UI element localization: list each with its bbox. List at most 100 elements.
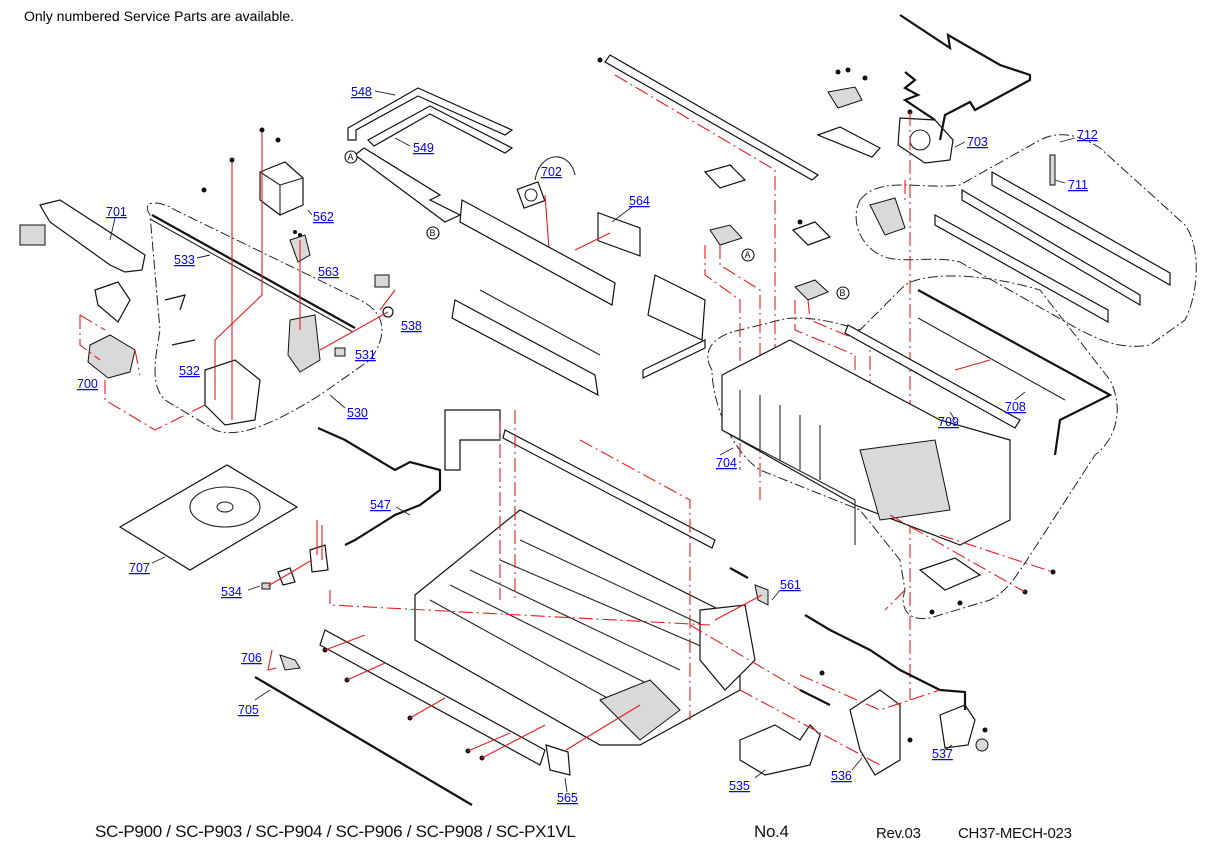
assembly-lines-700 — [79, 314, 141, 376]
part-label-703[interactable]: 703 — [967, 135, 988, 149]
assembly-lines-534 — [267, 520, 323, 587]
svg-text:533: 533 — [174, 253, 195, 267]
part-712-rails — [934, 170, 1171, 324]
part-label-563[interactable]: 563 — [318, 265, 339, 279]
leader-536 — [851, 757, 863, 771]
part-707-cd-tray — [118, 464, 299, 571]
board-top — [816, 86, 881, 158]
part-label-707[interactable]: 707 — [129, 561, 150, 575]
svg-text:532: 532 — [179, 364, 200, 378]
revision: Rev.03 — [876, 825, 921, 842]
part-705-rod — [254, 676, 473, 806]
assembly-lines-700-2 — [104, 380, 216, 431]
connector-marker-a: A — [344, 150, 358, 164]
svg-text:711: 711 — [1068, 178, 1088, 192]
part-533-shaft — [149, 214, 356, 333]
part-label-712[interactable]: 712 — [1077, 128, 1098, 142]
part-709-cover — [844, 324, 1021, 429]
part-532-spring — [164, 294, 196, 346]
part-700-board — [87, 334, 136, 379]
part-label-530[interactable]: 530 — [347, 406, 368, 420]
assembly-lines-530 — [214, 130, 301, 420]
cable-537 — [804, 614, 967, 710]
board-b — [791, 221, 832, 301]
leader-701 — [109, 217, 116, 241]
svg-text:B: B — [430, 228, 436, 238]
assembly-lines-boards — [704, 245, 871, 500]
part-label-706[interactable]: 706 — [241, 651, 262, 665]
assembly-line-rail — [614, 74, 776, 430]
part-label-535[interactable]: 535 — [729, 779, 750, 793]
svg-text:548: 548 — [351, 85, 372, 99]
part-label-561[interactable]: 561 — [780, 578, 801, 592]
svg-text:707: 707 — [129, 561, 150, 575]
part-531-clip — [334, 347, 346, 357]
leader-535 — [754, 769, 766, 779]
service-parts-note: Only numbered Service Parts are availabl… — [24, 8, 295, 24]
leader-547 — [395, 506, 411, 516]
leader-562 — [307, 209, 313, 216]
svg-text:561: 561 — [780, 578, 801, 592]
part-label-562[interactable]: 562 — [313, 210, 334, 224]
part-537-unit — [939, 704, 989, 752]
part-label-564[interactable]: 564 — [629, 194, 650, 208]
part-label-537[interactable]: 537 — [932, 747, 953, 761]
svg-text:536: 536 — [831, 769, 852, 783]
svg-text:702: 702 — [541, 165, 562, 179]
part-703-motor — [897, 117, 954, 164]
part-label-702[interactable]: 702 — [541, 165, 562, 179]
part-label-536[interactable]: 536 — [831, 769, 852, 783]
part-label-538[interactable]: 538 — [401, 319, 422, 333]
part-label-700[interactable]: 700 — [77, 377, 98, 391]
leader-530 — [329, 394, 346, 409]
leader-707 — [151, 556, 166, 564]
board-a — [703, 164, 747, 246]
svg-text:700: 700 — [77, 377, 98, 391]
part-label-565[interactable]: 565 — [557, 791, 578, 805]
svg-text:537: 537 — [932, 747, 953, 761]
part-702-fan — [516, 156, 576, 209]
part-536-unit — [849, 689, 901, 776]
part-565-plate — [545, 744, 571, 776]
assembly-line-564 — [574, 232, 611, 251]
part-label-705[interactable]: 705 — [238, 703, 259, 717]
part-label-531[interactable]: 531 — [355, 348, 376, 362]
part-label-708[interactable]: 708 — [1005, 400, 1026, 414]
part-label-548[interactable]: 548 — [351, 85, 372, 99]
svg-text:701: 701 — [106, 205, 127, 219]
svg-text:562: 562 — [313, 210, 334, 224]
svg-text:708: 708 — [1005, 400, 1026, 414]
leader-709 — [949, 411, 956, 421]
part-label-704[interactable]: 704 — [716, 456, 737, 470]
panel-frame — [642, 274, 706, 379]
assembly-530-outline — [147, 202, 383, 434]
leader-712 — [1059, 137, 1076, 143]
part-label-547[interactable]: 547 — [370, 498, 391, 512]
part-label-532[interactable]: 532 — [179, 364, 200, 378]
main-board-frame — [451, 199, 616, 397]
connector-marker-b-2: B — [836, 286, 850, 300]
assembly-line-565 — [565, 704, 641, 751]
leader-533 — [196, 254, 211, 259]
leader-703 — [954, 141, 966, 148]
connector-marker-b: B — [426, 226, 440, 240]
svg-text:535: 535 — [729, 779, 750, 793]
part-549-cable — [354, 147, 462, 223]
part-label-711[interactable]: 711 — [1068, 178, 1088, 192]
leader-705 — [254, 689, 271, 701]
leader-537 — [944, 744, 953, 751]
part-label-533[interactable]: 533 — [174, 253, 195, 267]
part-label-549[interactable]: 549 — [413, 141, 434, 155]
svg-text:563: 563 — [318, 265, 339, 279]
svg-text:547: 547 — [370, 498, 391, 512]
part-label-701[interactable]: 701 — [106, 205, 127, 219]
part-564-sheet — [597, 211, 641, 257]
connector-marker-a-2: A — [741, 248, 755, 262]
part-label-534[interactable]: 534 — [221, 585, 242, 599]
leader-534 — [247, 585, 261, 591]
top-rail — [604, 54, 820, 181]
svg-text:703: 703 — [967, 135, 988, 149]
part-label-709[interactable]: 709 — [938, 415, 959, 429]
upper-frame — [444, 409, 716, 549]
